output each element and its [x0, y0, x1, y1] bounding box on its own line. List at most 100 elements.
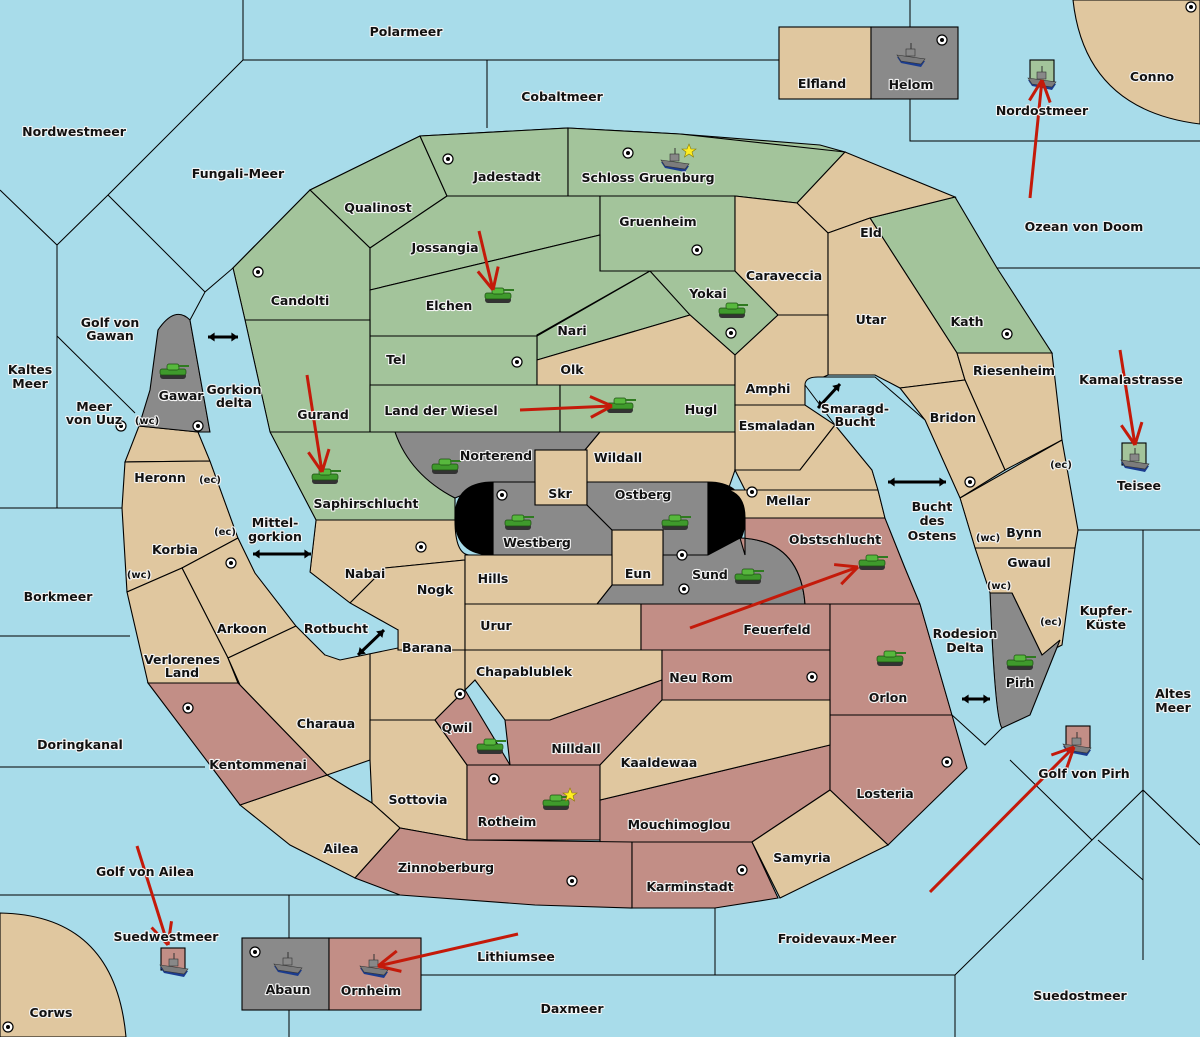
coast-label-korbia-wc: (wc) — [127, 570, 151, 581]
label-smaragd-bucht-2: Bucht — [835, 414, 876, 429]
province-samyria[interactable] — [751, 789, 889, 899]
label-karminstadt: Karminstadt — [646, 879, 733, 894]
label-fungali-meer: Fungali-Meer — [192, 166, 285, 181]
province-bridon[interactable] — [898, 379, 1006, 499]
tank-unit-icon[interactable] — [484, 287, 514, 303]
fleet-unit-icon[interactable] — [896, 43, 926, 67]
label-kupfer-kueste-2: Küste — [1086, 617, 1126, 632]
coast-label-gwaul-wc: (wc) — [987, 581, 1011, 592]
tank-unit-icon[interactable] — [1006, 654, 1036, 670]
supply-center-icon — [676, 549, 688, 561]
label-bucht-des-ostens-2: des — [920, 513, 945, 528]
tank-unit-icon[interactable] — [431, 458, 461, 474]
tank-unit-icon[interactable] — [504, 514, 534, 530]
supply-center-icon — [192, 420, 204, 432]
label-kamalastrasse: Kamalastrasse — [1079, 372, 1183, 387]
strait-connection-icon — [253, 549, 311, 559]
label-rodesion-delta-2: Delta — [946, 640, 984, 655]
province-karminstadt[interactable] — [631, 841, 779, 909]
label-charaua: Charaua — [297, 716, 355, 731]
province-kaaldewaa[interactable] — [599, 699, 831, 801]
tank-unit-icon[interactable] — [734, 568, 764, 584]
label-arkoon: Arkoon — [217, 621, 267, 636]
label-neu-rom: Neu Rom — [669, 670, 732, 685]
label-conno: Conno — [1130, 69, 1175, 84]
supply-center-icon — [1185, 1, 1197, 13]
supply-center-icon — [454, 688, 466, 700]
move-order-arrow — [377, 932, 519, 973]
label-barana: Barana — [402, 640, 452, 655]
move-order-arrow — [135, 845, 173, 947]
tank-unit-icon[interactable] — [661, 514, 691, 530]
tank-unit-icon[interactable] — [858, 554, 888, 570]
province-losteria[interactable] — [829, 714, 968, 846]
label-eld: Eld — [860, 225, 882, 240]
fleet-unit-icon[interactable] — [159, 953, 189, 977]
label-zinnoberburg: Zinnoberburg — [398, 860, 494, 875]
strait-connection-icon — [888, 477, 946, 487]
coast-label-korbia-ec: (ec) — [214, 527, 236, 538]
supply-center-icon — [941, 756, 953, 768]
label-golf-von-ailea: Golf von Ailea — [96, 864, 194, 879]
supply-center-icon — [622, 147, 634, 159]
label-gwaul: Gwaul — [1007, 555, 1050, 570]
tank-unit-icon[interactable] — [876, 650, 906, 666]
province-gruenheim[interactable] — [599, 195, 736, 272]
province-riesenheim[interactable] — [956, 352, 1063, 471]
label-bridon: Bridon — [930, 410, 976, 425]
supply-center-icon — [225, 557, 237, 569]
province-eun[interactable] — [611, 529, 664, 586]
label-eun: Eun — [625, 566, 651, 581]
label-qualinost: Qualinost — [344, 200, 411, 215]
label-kentommenai: Kentommenai — [209, 757, 307, 772]
supply-center-icon — [182, 702, 194, 714]
label-saphirschlucht: Saphirschlucht — [314, 496, 419, 511]
coast-label-gwaul-ec: (ec) — [1040, 617, 1062, 628]
fleet-unit-icon[interactable] — [1120, 448, 1150, 472]
tank-unit-icon[interactable] — [476, 738, 506, 754]
label-qwil: Qwil — [442, 720, 473, 735]
fleet-unit-icon[interactable] — [660, 143, 697, 172]
tank-unit-icon[interactable] — [718, 302, 748, 318]
label-olk: Olk — [560, 362, 584, 377]
province-elfland[interactable] — [778, 26, 872, 100]
move-order-arrow — [1118, 349, 1144, 446]
connection-arrows — [208, 332, 990, 704]
move-order-arrow — [1028, 79, 1052, 199]
inner-sea-west — [189, 267, 399, 661]
label-kath: Kath — [951, 314, 984, 329]
labels-layer: Polarmeer Cobaltmeer Nordwestmeer Fungal… — [7, 23, 1193, 1021]
label-heronn: Heronn — [134, 470, 186, 485]
label-mittelgorkion-1: Mittel- — [252, 515, 299, 530]
province-jadestadt[interactable] — [419, 127, 569, 197]
label-candolti: Candolti — [271, 293, 330, 308]
label-polarmeer: Polarmeer — [370, 24, 444, 39]
province-corws[interactable] — [0, 912, 127, 1037]
supply-center-icon — [2, 1021, 14, 1033]
coast-label-bynn-wc: (wc) — [976, 533, 1000, 544]
fleet-unit-icon[interactable] — [273, 952, 303, 976]
tank-unit-icon[interactable] — [159, 363, 189, 379]
tank-unit-icon[interactable] — [542, 787, 578, 810]
supply-center-icon — [511, 356, 523, 368]
province-skr[interactable] — [534, 449, 588, 506]
province-kentommenai[interactable] — [146, 682, 328, 806]
province-hills[interactable] — [464, 554, 613, 605]
label-elfland: Elfland — [798, 76, 846, 91]
label-kaaldewaa: Kaaldewaa — [621, 755, 698, 770]
label-esmaladan: Esmaladan — [739, 418, 815, 433]
fleet-unit-icon[interactable] — [359, 954, 389, 978]
label-sund: Sund — [692, 567, 728, 582]
strait-connection-icon — [962, 694, 990, 704]
supply-center-icon — [249, 946, 261, 958]
label-gurand: Gurand — [297, 407, 349, 422]
strait-connection-icon — [356, 628, 386, 657]
impassable-west — [454, 481, 494, 556]
tank-unit-icon[interactable] — [311, 468, 341, 484]
supply-center-icon — [488, 773, 500, 785]
label-tel: Tel — [386, 352, 406, 367]
move-order-arrow — [689, 563, 860, 630]
label-nilldall: Nilldall — [551, 741, 600, 756]
province-conno[interactable] — [1072, 0, 1200, 125]
